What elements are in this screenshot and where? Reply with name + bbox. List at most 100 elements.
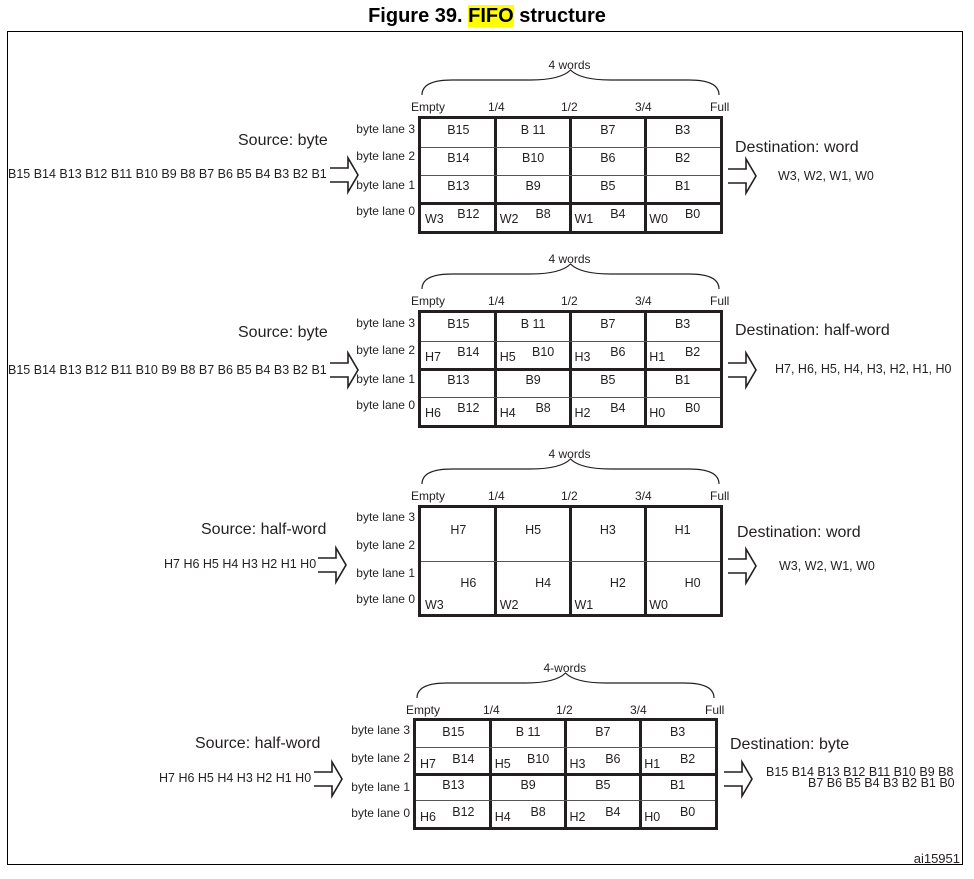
level-tick-q2: 1/2	[556, 703, 573, 717]
input-arrow	[318, 545, 347, 585]
fifo-cell-value: B12	[457, 207, 480, 221]
source-label: Source: half-word	[201, 521, 327, 538]
fifo-cell-value: B 11	[520, 123, 546, 137]
fifo-cell-value: H0	[684, 575, 701, 590]
level-tick-full: Full	[710, 294, 730, 308]
fifo-cell-value: B14	[452, 751, 475, 766]
fifo-cell-value: B7	[600, 317, 616, 331]
fifo-cell-value: B15	[442, 725, 465, 739]
lane-divider	[416, 747, 715, 748]
fifo-cell-value: B12	[457, 401, 480, 415]
byte-lane-label: byte lane 0	[356, 204, 415, 218]
fifo-cell-value: B13	[447, 373, 470, 387]
fifo-cell-value: B0	[679, 804, 696, 819]
capacity-brace	[416, 672, 715, 699]
fifo-cell-value: H2	[609, 575, 626, 590]
byte-lane-label: byte lane 1	[351, 780, 410, 794]
fifo-cell-value: B2	[674, 151, 691, 165]
source-sequence: B15 B14 B13 B12 B11 B10 B9 B8 B7 B6 B5 B…	[8, 167, 346, 181]
fifo-cell-value: B6	[600, 151, 616, 165]
byte-lane-label: byte lane 1	[356, 178, 415, 192]
lane-divider	[421, 174, 720, 176]
level-tick-full: Full	[710, 489, 730, 503]
fifo-cell-value: B8	[535, 207, 551, 221]
fifo-cell-value: B2	[679, 751, 696, 766]
byte-lane-label: byte lane 0	[351, 806, 410, 820]
fifo-cell-tag: H0	[649, 406, 666, 420]
fifo-cell-tag: W0	[649, 212, 668, 226]
byte-lane-label: byte lane 2	[356, 343, 415, 357]
level-tick-q1: 1/4	[488, 489, 505, 503]
fifo-cell-tag: H4	[499, 406, 516, 420]
fifo-cell-value: B12	[452, 804, 475, 819]
level-tick-q3: 3/4	[630, 703, 647, 717]
level-tick-q1: 1/4	[488, 294, 505, 308]
capacity-brace	[421, 263, 720, 290]
level-tick-full: Full	[710, 100, 730, 114]
level-tick-q2: 1/2	[561, 489, 578, 503]
fifo-cell-value: B7	[600, 123, 616, 137]
destination-sequence: H7, H6, H5, H4, H3, H2, H1, H0	[775, 362, 952, 376]
fifo-cell-tag: H7	[420, 756, 436, 771]
fifo-cell-value: H3	[599, 522, 616, 537]
lane-divider	[416, 800, 715, 801]
fifo-cell-tag: H5	[494, 756, 511, 771]
fifo-cell-value: B15	[447, 317, 470, 331]
level-tick-q1: 1/4	[488, 100, 505, 114]
fifo-cell-value: B5	[600, 179, 616, 193]
fifo-cell-value: B6	[605, 751, 621, 766]
fifo-cell-value: B1	[674, 373, 691, 387]
fifo-cell-value: B7	[595, 725, 611, 739]
byte-lane-label: byte lane 3	[356, 122, 415, 136]
destination-sequence: B15 B14 B13 B12 B11 B10 B9 B8	[766, 765, 954, 779]
fifo-cell-value: H6	[460, 575, 477, 590]
capacity-label: 4-words	[543, 661, 587, 675]
fifo-cell-value: B13	[447, 179, 470, 193]
destination-label: Destination: byte	[730, 736, 850, 753]
figure-title-rest: structure	[513, 5, 606, 27]
byte-lane-label: byte lane 2	[351, 751, 410, 765]
fifo-cell-value: H1	[674, 522, 691, 537]
fifo-cell-tag: H6	[425, 406, 441, 420]
fifo-cell-value: B10	[522, 151, 545, 165]
capacity-brace	[421, 458, 720, 485]
destination-sequence: W3, W2, W1, W0	[778, 169, 874, 183]
fifo-cell-tag: H6	[420, 809, 436, 824]
level-tick-q3: 3/4	[635, 100, 652, 114]
fifo-cell-value: B9	[525, 179, 541, 193]
lane-divider	[421, 146, 720, 148]
fifo-cell-tag: H3	[574, 350, 591, 364]
byte-lane-label: byte lane 3	[356, 510, 415, 524]
fifo-cell-value: B10	[527, 751, 550, 766]
fifo-cell-value: B5	[595, 778, 611, 792]
fifo-cell-value: B8	[535, 401, 551, 415]
source-label: Source: half-word	[195, 735, 321, 752]
fifo-cell-tag: H4	[494, 809, 511, 824]
output-arrow	[724, 759, 753, 799]
level-tick-full: Full	[705, 703, 725, 717]
lane-divider	[421, 340, 720, 342]
fifo-cell-value: B1	[674, 179, 691, 193]
level-tick-q2: 1/2	[561, 294, 578, 308]
source-sequence: H7 H6 H5 H4 H3 H2 H1 H0	[159, 771, 312, 785]
fifo-cell-value: B14	[457, 345, 480, 359]
fifo-cell-value: B9	[520, 778, 536, 792]
source-label: Source: byte	[238, 324, 328, 341]
capacity-label: 4 words	[548, 447, 591, 461]
fifo-cell-value: B9	[525, 373, 541, 387]
figure-title: Figure 39. FIFO structure	[0, 5, 974, 28]
fifo-cell-value: B0	[684, 401, 701, 415]
level-tick-empty: Empty	[411, 100, 446, 114]
output-arrow	[728, 546, 757, 586]
fifo-cell-tag: W1	[574, 598, 594, 612]
fifo-cell-value: B10	[532, 345, 555, 359]
level-tick-empty: Empty	[411, 294, 446, 308]
fifo-cell-value: B1	[669, 778, 686, 792]
input-arrow	[314, 759, 343, 799]
level-tick-empty: Empty	[411, 489, 446, 503]
output-arrow	[728, 156, 757, 196]
figure-number: Figure 39.	[368, 5, 469, 27]
